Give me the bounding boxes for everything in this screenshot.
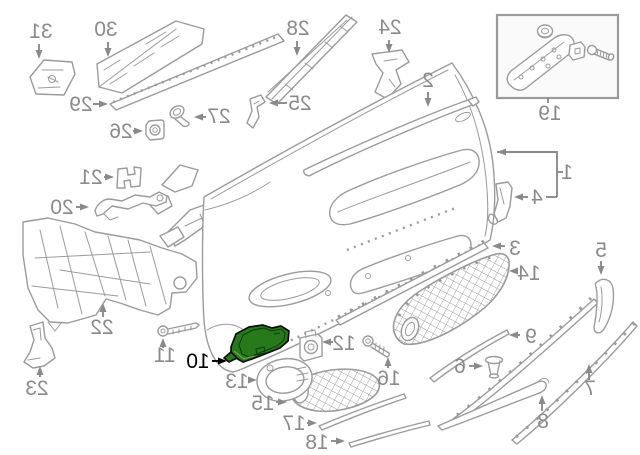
callout-label: 28 — [286, 17, 309, 40]
part-23-corner-bracket[interactable] — [23, 321, 56, 369]
part-7-lower-molding[interactable] — [511, 321, 638, 445]
callout-23[interactable]: 23 — [25, 366, 49, 400]
part-3-lower-strip[interactable] — [335, 238, 489, 326]
part-31-bracket[interactable] — [29, 59, 76, 96]
callout-21[interactable]: 21 — [79, 166, 114, 189]
callout-label: 18 — [305, 431, 328, 454]
callout-label: 29 — [69, 93, 92, 116]
callout-label: 8 — [537, 410, 549, 433]
callout-label: 11 — [154, 344, 176, 367]
callout-label: 30 — [94, 18, 117, 41]
part-19-nut — [536, 24, 554, 39]
callout-label: 21 — [79, 166, 102, 189]
part-8-corner-molding[interactable] — [437, 377, 550, 431]
callout-label: 7 — [584, 377, 596, 400]
callout-9[interactable]: 9 — [509, 325, 537, 348]
callout-label: 25 — [288, 92, 311, 115]
part-2-upper-molding[interactable] — [303, 96, 480, 177]
callout-2[interactable]: 2 — [422, 69, 434, 107]
callout-label: 4 — [531, 186, 543, 209]
callout-1[interactable]: 1 — [497, 148, 573, 198]
part-11-bolt[interactable] — [157, 322, 200, 337]
part-24-bracket[interactable] — [371, 49, 410, 100]
callout-label: 13 — [225, 370, 248, 393]
part-17-trim-strip[interactable] — [318, 393, 407, 431]
part-28-impact-bar[interactable] — [265, 14, 358, 105]
callout-26[interactable]: 26 — [109, 120, 143, 143]
callout-label: 31 — [29, 20, 52, 43]
callout-30[interactable]: 30 — [94, 18, 118, 57]
callout-10-highlighted[interactable]: 10 — [186, 350, 227, 373]
callout-label: 15 — [251, 392, 274, 415]
part-10-bracket-highlighted[interactable] — [223, 324, 290, 363]
callout-label: 12 — [332, 332, 355, 355]
callout-3[interactable]: 3 — [492, 237, 521, 260]
callout-label: 3 — [509, 237, 521, 260]
part-19-bracket — [506, 34, 575, 91]
callout-24[interactable]: 24 — [378, 16, 402, 53]
callout-17[interactable]: 17 — [282, 412, 317, 435]
callout-label: 24 — [378, 16, 402, 39]
callout-label: 16 — [377, 367, 400, 390]
callout-label: 23 — [25, 377, 48, 400]
part-22-wheel-liner[interactable] — [22, 217, 198, 332]
callout-11[interactable]: 11 — [154, 338, 176, 367]
callout-5[interactable]: 5 — [595, 239, 607, 275]
part-20-bracket[interactable] — [94, 191, 168, 221]
part-1-bumper-cover[interactable] — [201, 62, 496, 373]
part-29-absorber-strip[interactable] — [109, 33, 285, 111]
part-19-inset[interactable] — [495, 13, 620, 100]
callout-28[interactable]: 28 — [286, 17, 310, 56]
callout-15[interactable]: 15 — [251, 392, 287, 415]
callout-label: 10 — [186, 350, 209, 373]
callout-label: 17 — [282, 412, 305, 435]
callout-label: 9 — [525, 325, 537, 348]
part-19-bolt — [586, 44, 615, 61]
callout-14[interactable]: 14 — [509, 262, 541, 285]
part-9-trim-strip[interactable] — [429, 329, 510, 383]
part-5-side-molding[interactable] — [452, 278, 615, 424]
callout-19[interactable]: 19 — [538, 98, 562, 125]
part-21-clip[interactable] — [116, 166, 142, 189]
callout-label: 19 — [538, 102, 561, 125]
part-26-clip[interactable] — [145, 119, 165, 141]
callout-4[interactable]: 4 — [514, 186, 557, 209]
callout-label: 26 — [109, 120, 132, 143]
part-30-energy-absorber[interactable] — [96, 20, 205, 94]
part-6-push-pin[interactable] — [484, 355, 504, 379]
callout-6[interactable]: 6 — [454, 355, 483, 378]
callout-31[interactable]: 31 — [29, 20, 53, 59]
part-16-screw[interactable] — [362, 335, 390, 358]
callout-label: 1 — [561, 161, 573, 184]
part-19-clip — [568, 41, 586, 61]
callout-label: 5 — [595, 239, 607, 262]
callout-27[interactable]: 27 — [194, 105, 231, 128]
part-13-fog-bezel[interactable] — [256, 357, 313, 402]
callout-label: 2 — [422, 69, 434, 92]
callout-label: 27 — [207, 105, 230, 128]
callout-20[interactable]: 20 — [50, 196, 89, 219]
callout-25[interactable]: 25 — [269, 92, 312, 115]
callout-label: 20 — [50, 196, 73, 219]
callout-8[interactable]: 8 — [537, 395, 549, 433]
part-14-center-grille[interactable] — [392, 252, 510, 346]
callout-18[interactable]: 18 — [305, 431, 345, 454]
callout-29[interactable]: 29 — [69, 93, 108, 116]
part-27-rivet[interactable] — [168, 103, 190, 128]
callout-label: 14 — [517, 262, 541, 285]
callout-16[interactable]: 16 — [377, 357, 401, 390]
callout-7[interactable]: 7 — [584, 364, 596, 400]
part-25-bracket[interactable] — [246, 94, 266, 129]
part-18-trim-strip[interactable] — [348, 420, 431, 448]
callout-12[interactable]: 12 — [322, 332, 356, 355]
part-4-side-bracket[interactable] — [487, 181, 513, 225]
callout-22[interactable]: 22 — [90, 303, 114, 339]
part-12-camera[interactable] — [299, 329, 323, 362]
callout-label: 22 — [90, 316, 113, 339]
callout-label: 6 — [454, 355, 466, 378]
callout-13[interactable]: 13 — [225, 370, 257, 393]
